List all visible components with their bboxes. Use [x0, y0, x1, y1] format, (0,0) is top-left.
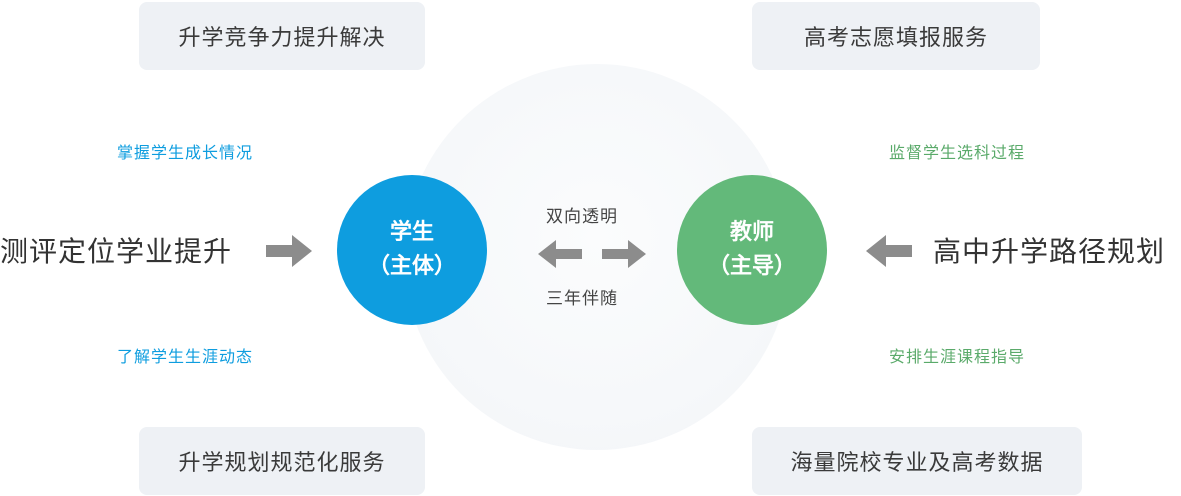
- left-bottom-note: 了解学生生涯动态: [117, 347, 254, 366]
- left-arrow-icon: [866, 235, 912, 267]
- student-node: 学生 （主体）: [337, 175, 487, 325]
- top-left-box: 升学竞争力提升解决: [139, 2, 425, 70]
- teacher-title: 教师: [729, 220, 774, 245]
- teacher-node: 教师 （主导）: [677, 175, 827, 325]
- left-top-note: 掌握学生成长情况: [117, 143, 254, 162]
- bottom-left-box: 升学规划规范化服务: [139, 427, 425, 495]
- bottom-right-box: 海量院校专业及高考数据: [752, 427, 1082, 495]
- middle-left-arrow-icon: [538, 240, 582, 268]
- student-title: 学生: [389, 220, 434, 245]
- student-role: （主体）: [367, 254, 456, 279]
- right-arrow-icon: [266, 235, 312, 267]
- right-bottom-note: 安排生涯课程指导: [889, 347, 1026, 366]
- middle-bottom-label: 三年伴随: [546, 289, 618, 309]
- left-input-label: 测评定位学业提升: [0, 235, 233, 268]
- right-top-note: 监督学生选科过程: [889, 143, 1026, 162]
- middle-right-arrow-icon: [602, 240, 646, 268]
- teacher-role: （主导）: [707, 254, 796, 279]
- right-input-label: 高中升学路径规划: [933, 235, 1166, 268]
- middle-top-label: 双向透明: [546, 207, 618, 227]
- top-right-box: 高考志愿填报服务: [752, 2, 1040, 70]
